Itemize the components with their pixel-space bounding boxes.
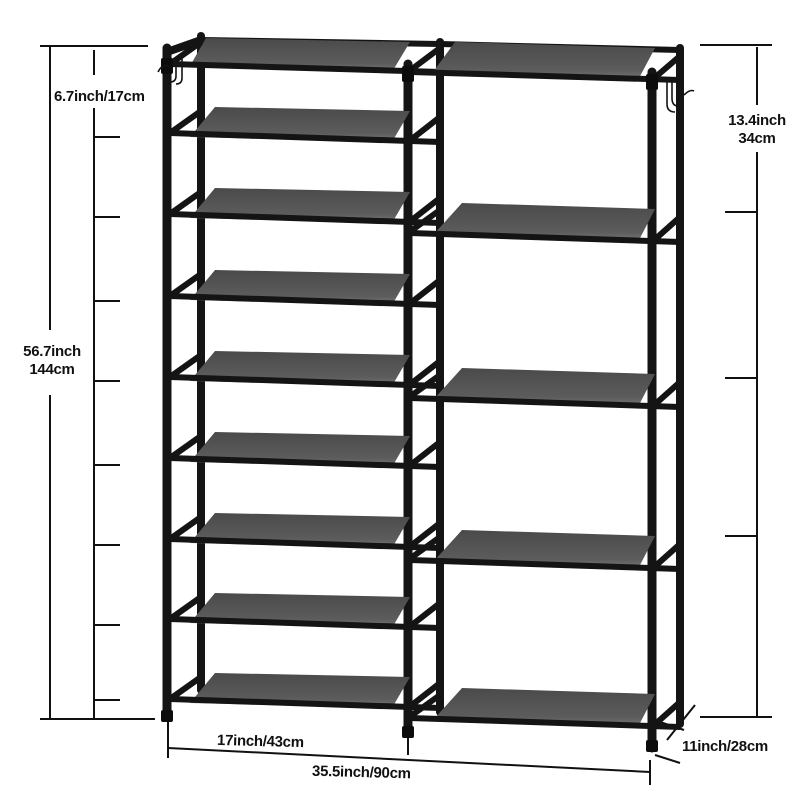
shelf (168, 270, 442, 308)
large-shelf-gap-cm: 34cm (738, 130, 776, 147)
shelf (406, 530, 682, 572)
large-shelf-gap-label: 13.4inch 34cm (714, 110, 800, 150)
total-height-inch: 56.7inch (23, 343, 81, 360)
shelf (168, 107, 442, 145)
shelf (168, 432, 442, 470)
shelf (409, 42, 682, 83)
shelf (168, 513, 442, 551)
right-ruler-ticks (725, 211, 757, 537)
shelf (168, 38, 442, 75)
side-hook-left-icon (157, 58, 183, 85)
single-column-width-label: 17inch/43cm (216, 731, 304, 752)
shelf (168, 593, 442, 631)
shelf (406, 688, 682, 730)
shelf (168, 673, 442, 711)
side-hook-right-icon (666, 78, 695, 113)
small-shelf-gap-label: 6.7inch/17cm (54, 86, 145, 108)
depth-label: 11inch/28cm (682, 738, 768, 755)
joint-connectors (161, 58, 658, 752)
total-height-cm: 144cm (29, 361, 75, 378)
shelf (406, 368, 682, 410)
large-shelf-gap-inch: 13.4inch (728, 112, 786, 129)
left-ruler-ticks (94, 136, 120, 701)
shelf (168, 188, 442, 226)
shelf (406, 203, 682, 245)
total-height-label: 56.7inch 144cm (12, 341, 92, 381)
right-column-shelves (406, 42, 682, 730)
left-column-shelves (168, 38, 442, 711)
total-width-label: 35.5inch/90cm (311, 762, 411, 783)
shelf (168, 351, 442, 389)
